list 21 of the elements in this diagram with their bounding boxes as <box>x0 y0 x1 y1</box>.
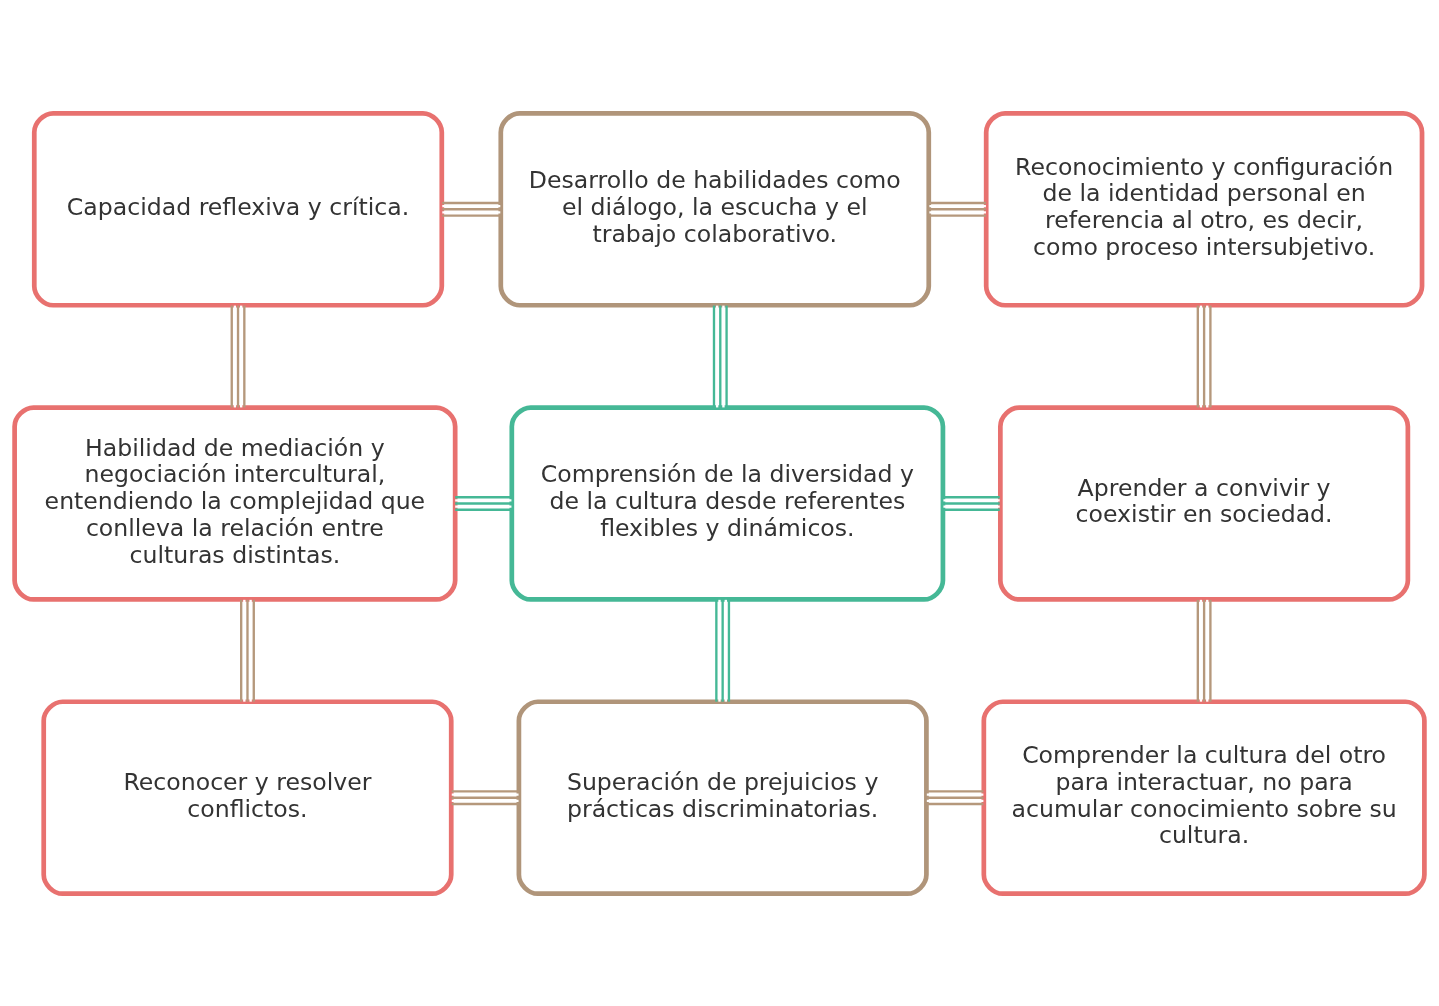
node-box: Capacidad reflexiva y crítica. <box>31 110 445 308</box>
connector <box>929 201 986 217</box>
connector <box>715 599 731 702</box>
node-box: Comprender la cultura del otro para interactuar, no para acumular conocimiento sobre su cultura. <box>981 698 1427 896</box>
connector <box>943 495 1000 511</box>
node-box: Reconocimiento y configuración de la identidad personal en referencia al otro, es decir, como proceso intersubjetivo. <box>983 110 1425 308</box>
node-box: Reconocer y resolver conflictos. <box>41 698 454 896</box>
node-box: Desarrollo de habilidades como el diálogo, la escucha y el trabajo colaborativo. <box>498 110 932 308</box>
connector <box>240 599 255 702</box>
connector <box>451 789 519 805</box>
connector <box>1196 305 1212 407</box>
node-box: Aprender a convivir y coexistir en sociedad. <box>998 404 1411 602</box>
node-box: Superación de prejuicios y prácticas discriminatorias. <box>516 698 929 896</box>
connector <box>230 305 246 407</box>
node-box: Habilidad de mediación y negociación intercultural, entendiendo la complejidad que conlleva la relación entre culturas distintas. <box>12 404 458 602</box>
connector <box>1196 599 1212 702</box>
node-box: Comprensión de la diversidad y de la cultura desde referentes flexibles y dinámicos. <box>509 404 946 602</box>
connector <box>926 789 984 805</box>
connector <box>442 201 501 217</box>
connector <box>455 495 512 511</box>
connector <box>712 305 728 407</box>
